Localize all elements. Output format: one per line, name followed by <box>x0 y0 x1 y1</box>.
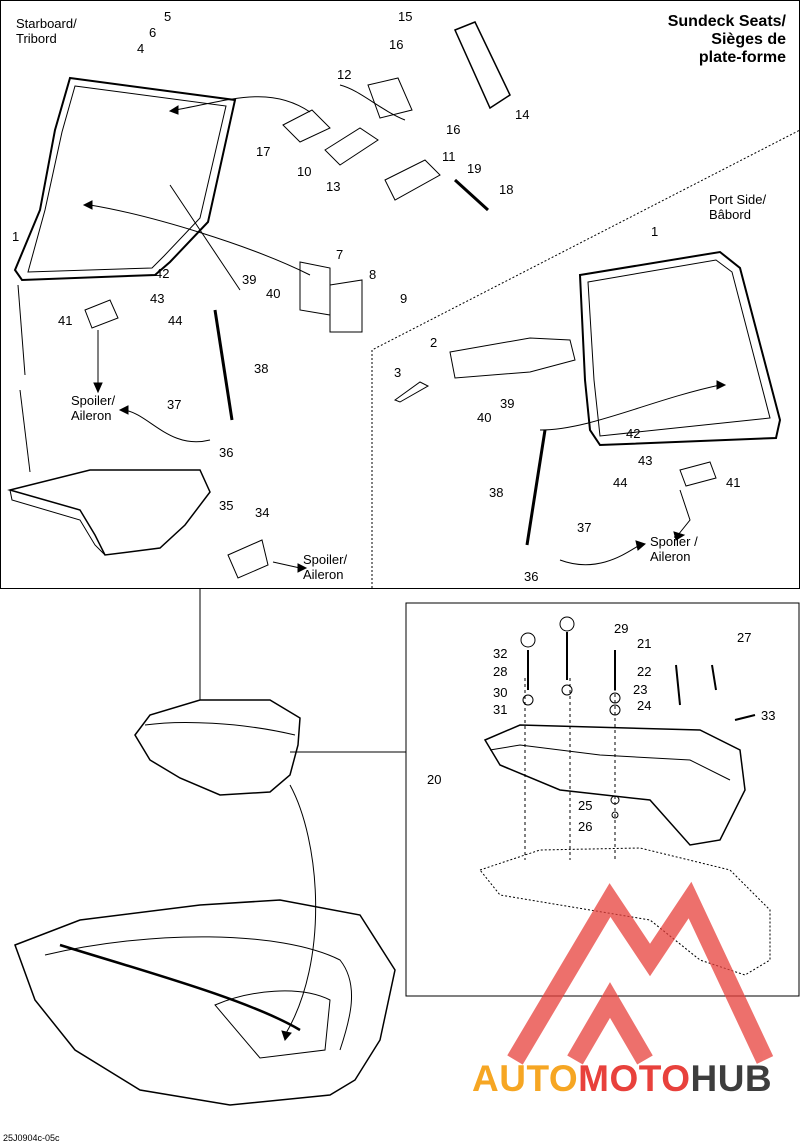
plate-8 <box>329 279 363 333</box>
callout-19: 19 <box>467 161 482 176</box>
callout-18: 18 <box>499 182 514 197</box>
aileron-label-a: Aileron <box>71 408 112 423</box>
tribord-label: Tribord <box>16 31 57 46</box>
seat-base-20 <box>483 724 746 846</box>
aileron-label-b: Aileron <box>303 567 344 582</box>
callout-12: 12 <box>337 67 352 82</box>
callout-27: 27 <box>737 630 752 645</box>
latch-10 <box>324 127 379 166</box>
latch-11 <box>384 159 441 201</box>
callout-30: 30 <box>493 685 508 700</box>
callout-41-port: 41 <box>726 475 741 490</box>
callout-26: 26 <box>578 819 593 834</box>
callout-1-port: 1 <box>651 224 659 239</box>
callout-44-starboard: 44 <box>168 313 183 328</box>
bracket-2 <box>449 337 576 379</box>
callout-39-port: 39 <box>500 396 515 411</box>
split-line <box>371 129 800 588</box>
callout-42-port: 42 <box>626 426 641 441</box>
callout-4: 4 <box>137 41 145 56</box>
callout-21: 21 <box>637 636 652 651</box>
callout-9: 9 <box>400 291 408 306</box>
callout-25: 25 <box>578 798 593 813</box>
starboard-cushion <box>7 469 211 556</box>
watermark-mountain-icon <box>507 881 774 1065</box>
spoiler-label-c: Spoiler / <box>650 534 698 549</box>
callout-16-top: 16 <box>389 37 404 52</box>
watermark-auto: AUTO <box>472 1058 579 1099</box>
hinge-41-port <box>679 461 717 487</box>
boat-illustration <box>14 899 396 1106</box>
callout-14: 14 <box>515 107 530 122</box>
bracket-34 <box>227 539 269 579</box>
callout-38-port: 38 <box>489 485 504 500</box>
hinge-41-starboard <box>84 299 119 329</box>
callout-33: 33 <box>761 708 776 723</box>
callout-1-starboard: 1 <box>12 229 20 244</box>
callout-31: 31 <box>493 702 508 717</box>
port-backrest <box>578 250 782 447</box>
babord-label: Bâbord <box>709 207 751 222</box>
callout-37-port: 37 <box>577 520 592 535</box>
callout-37-starboard: 37 <box>167 397 182 412</box>
callout-36-port: 36 <box>524 569 539 584</box>
title-line-2: Sièges de <box>711 31 786 48</box>
callout-43-starboard: 43 <box>150 291 165 306</box>
callout-38-starboard: 38 <box>254 361 269 376</box>
spoiler-label-b: Spoiler/ <box>303 552 348 567</box>
callout-6: 6 <box>149 25 157 40</box>
callout-40-starboard: 40 <box>266 286 281 301</box>
watermark-hub: HUB <box>690 1058 773 1099</box>
bracket-17 <box>282 109 331 143</box>
gas-spring-38-starboard <box>213 309 234 421</box>
callout-16-bottom: 16 <box>446 122 461 137</box>
callout-2: 2 <box>430 335 438 350</box>
callout-8: 8 <box>369 267 377 282</box>
callout-40-port: 40 <box>477 410 492 425</box>
callout-5: 5 <box>164 9 172 24</box>
callout-11: 11 <box>442 149 456 164</box>
callout-15: 15 <box>398 9 413 24</box>
gas-spring-38-port <box>525 429 547 546</box>
strap-14 <box>453 21 511 110</box>
watermark-moto: MOTO <box>578 1058 691 1099</box>
callout-7: 7 <box>336 247 344 262</box>
callout-10: 10 <box>297 164 312 179</box>
spoiler-label-a: Spoiler/ <box>71 393 116 408</box>
callout-41-starboard: 41 <box>58 313 73 328</box>
bolt-18 <box>453 178 490 212</box>
callout-13: 13 <box>326 179 341 194</box>
callout-35: 35 <box>219 498 234 513</box>
callout-42-starboard: 42 <box>155 266 170 281</box>
callout-34: 34 <box>255 505 270 520</box>
starboard-backrest <box>13 76 237 282</box>
handle-12 <box>367 77 413 119</box>
callout-39-starboard: 39 <box>242 272 257 287</box>
callout-24: 24 <box>637 698 652 713</box>
starboard-label: Starboard/ <box>16 16 77 31</box>
callout-23: 23 <box>633 682 648 697</box>
callout-22: 22 <box>637 664 652 679</box>
callout-36-starboard: 36 <box>219 445 234 460</box>
title-line-3: plate-forme <box>698 49 786 66</box>
callout-43-port: 43 <box>638 453 653 468</box>
title-line-1: Sundeck Seats/ <box>667 13 786 30</box>
aileron-label-c: Aileron <box>650 549 691 564</box>
callout-20: 20 <box>427 772 442 787</box>
callout-3: 3 <box>394 365 402 380</box>
callout-28: 28 <box>493 664 508 679</box>
callout-32: 32 <box>493 646 508 661</box>
port-side-label: Port Side/ <box>709 192 767 207</box>
callout-17: 17 <box>256 144 271 159</box>
footer-code: 25J0904c-05c <box>3 1133 60 1143</box>
sundeck-seat-illustration <box>134 699 301 796</box>
watermark-text: AUTOMOTOHUB <box>472 1058 772 1100</box>
dashed-seat-outline <box>479 847 771 976</box>
callout-44-port: 44 <box>613 475 628 490</box>
callout-29: 29 <box>614 621 629 636</box>
